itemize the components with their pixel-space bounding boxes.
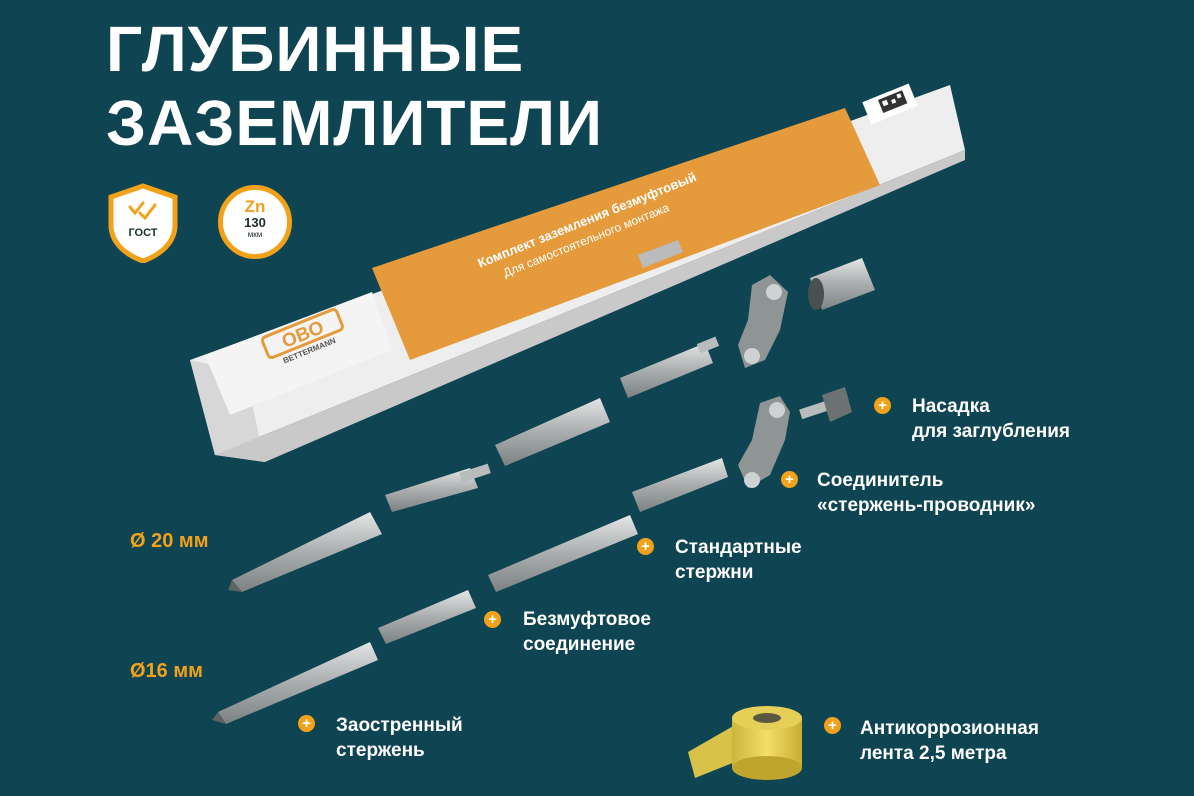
connector-clamp-2 (738, 396, 790, 488)
gost-shield-icon: ГОСТ (108, 183, 178, 264)
callout-pointed-line1: Заостренный (336, 715, 463, 736)
callout-connector: Соединитель «стержень-проводник» (817, 468, 1035, 518)
callout-coupling: Безмуфтовое соединение (523, 607, 651, 657)
callout-coupling-line2: соединение (523, 634, 636, 655)
gost-label: ГОСТ (128, 227, 157, 239)
qr-code-icon (878, 90, 908, 113)
callout-standard-line2: стержни (675, 562, 754, 583)
callout-tape-line2: лента 2,5 метра (860, 743, 1007, 764)
connector-clamp-1 (738, 275, 788, 368)
plus-icon: + (874, 397, 891, 414)
plus-icon: + (824, 717, 841, 734)
plus-icon: + (484, 611, 501, 628)
callout-coupling-line1: Безмуфтовое (523, 609, 651, 630)
callout-tape-line1: Антикоррозионная (860, 718, 1039, 739)
zinc-symbol: Zn (244, 197, 266, 216)
zinc-unit: мкм (247, 230, 263, 239)
callout-tip: Насадка для заглубления (912, 394, 1070, 444)
rods-16mm (212, 458, 728, 724)
callout-connector-line2: «стержень-проводник» (817, 495, 1036, 516)
diameter-20mm-label: Ø 20 мм (130, 530, 209, 552)
callout-connector-line1: Соединитель (817, 470, 944, 491)
anticorrosion-tape (688, 706, 802, 780)
coupling-sleeve (808, 258, 875, 310)
callout-standard-line1: Стандартные (675, 537, 802, 558)
title-line-1: ГЛУБИННЫЕ (106, 13, 525, 85)
callout-tip-line2: для заглубления (912, 421, 1070, 442)
zinc-thickness: 130 (244, 215, 266, 230)
page-title: ГЛУБИННЫЕ ЗАЗЕМЛИТЕЛИ (106, 12, 603, 160)
box-orange-label (372, 108, 880, 360)
callout-tape: Антикоррозионная лента 2,5 метра (860, 716, 1039, 766)
box-handle (638, 240, 683, 268)
callout-tip-line1: Насадка (912, 396, 990, 417)
plus-icon: + (298, 715, 315, 732)
callout-pointed-rod: Заостренный стержень (336, 713, 463, 763)
packaging-box: OBO BETTERMANN Комплект заземления безму… (190, 83, 965, 462)
plus-icon: + (637, 538, 654, 555)
plus-icon: + (781, 471, 798, 488)
callout-pointed-line2: стержень (336, 740, 425, 761)
driving-tip (799, 387, 852, 422)
rods-20mm (228, 336, 720, 592)
diameter-16mm-label: Ø16 мм (130, 660, 203, 682)
gost-badge: ГОСТ (105, 183, 181, 264)
callout-standard-rods: Стандартные стержни (675, 535, 802, 585)
zinc-badge: Zn 130 мкм (218, 185, 292, 259)
title-line-2: ЗАЗЕМЛИТЕЛИ (106, 87, 603, 159)
